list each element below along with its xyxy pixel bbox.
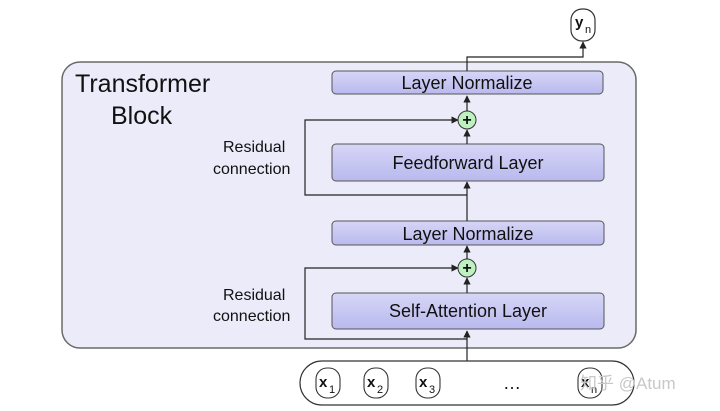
upper-residual-label-line2: connection (213, 161, 290, 178)
output-sub: n (585, 24, 591, 36)
lower-add-node: + (457, 258, 477, 278)
feedforward-layer (331, 143, 605, 182)
upper-add-symbol: + (462, 112, 471, 129)
input-token-x2: x 2 (363, 367, 389, 399)
input-ellipsis: … (503, 373, 521, 393)
input-token-x2-var: x (367, 374, 376, 391)
input-token-x1: x 1 (315, 367, 341, 399)
self-attention-label: Self-Attention Layer (389, 301, 547, 321)
block-title-line1: Transformer (75, 70, 210, 98)
output-var: y (575, 14, 584, 31)
input-token-x2-sub: 2 (377, 384, 383, 396)
self-attention-layer (331, 292, 605, 330)
input-token-xn: x n (577, 367, 603, 399)
output-token-yn: y n (570, 8, 596, 42)
feedforward-label: Feedforward Layer (392, 153, 543, 173)
upper-add-node: + (457, 110, 477, 130)
lower-residual-line (304, 264, 467, 340)
input-token-x3-sub: 3 (429, 384, 435, 396)
lower-residual-label-line2: connection (213, 308, 290, 325)
input-token-x3: x 3 (415, 367, 441, 399)
input-token-xn-sub: n (591, 384, 597, 396)
output-arrow (466, 41, 587, 71)
block-title-line2: Block (111, 102, 173, 130)
watermark: 知乎 @Atum (580, 374, 676, 393)
upper-residual-label-line1: Residual (223, 139, 285, 156)
layer-normalize-top-label: Layer Normalize (401, 73, 532, 93)
lower-residual-label-line1: Residual (223, 287, 285, 304)
layer-normalize-bottom (331, 220, 605, 246)
input-token-xn-var: x (581, 374, 590, 391)
upper-residual-line (304, 116, 467, 196)
input-token-x3-var: x (419, 374, 428, 391)
layer-normalize-bottom-label: Layer Normalize (402, 224, 533, 244)
input-token-x1-var: x (319, 374, 328, 391)
transformer-block-container (61, 61, 637, 349)
input-token-x1-sub: 1 (329, 384, 335, 396)
lower-add-symbol: + (462, 260, 471, 277)
